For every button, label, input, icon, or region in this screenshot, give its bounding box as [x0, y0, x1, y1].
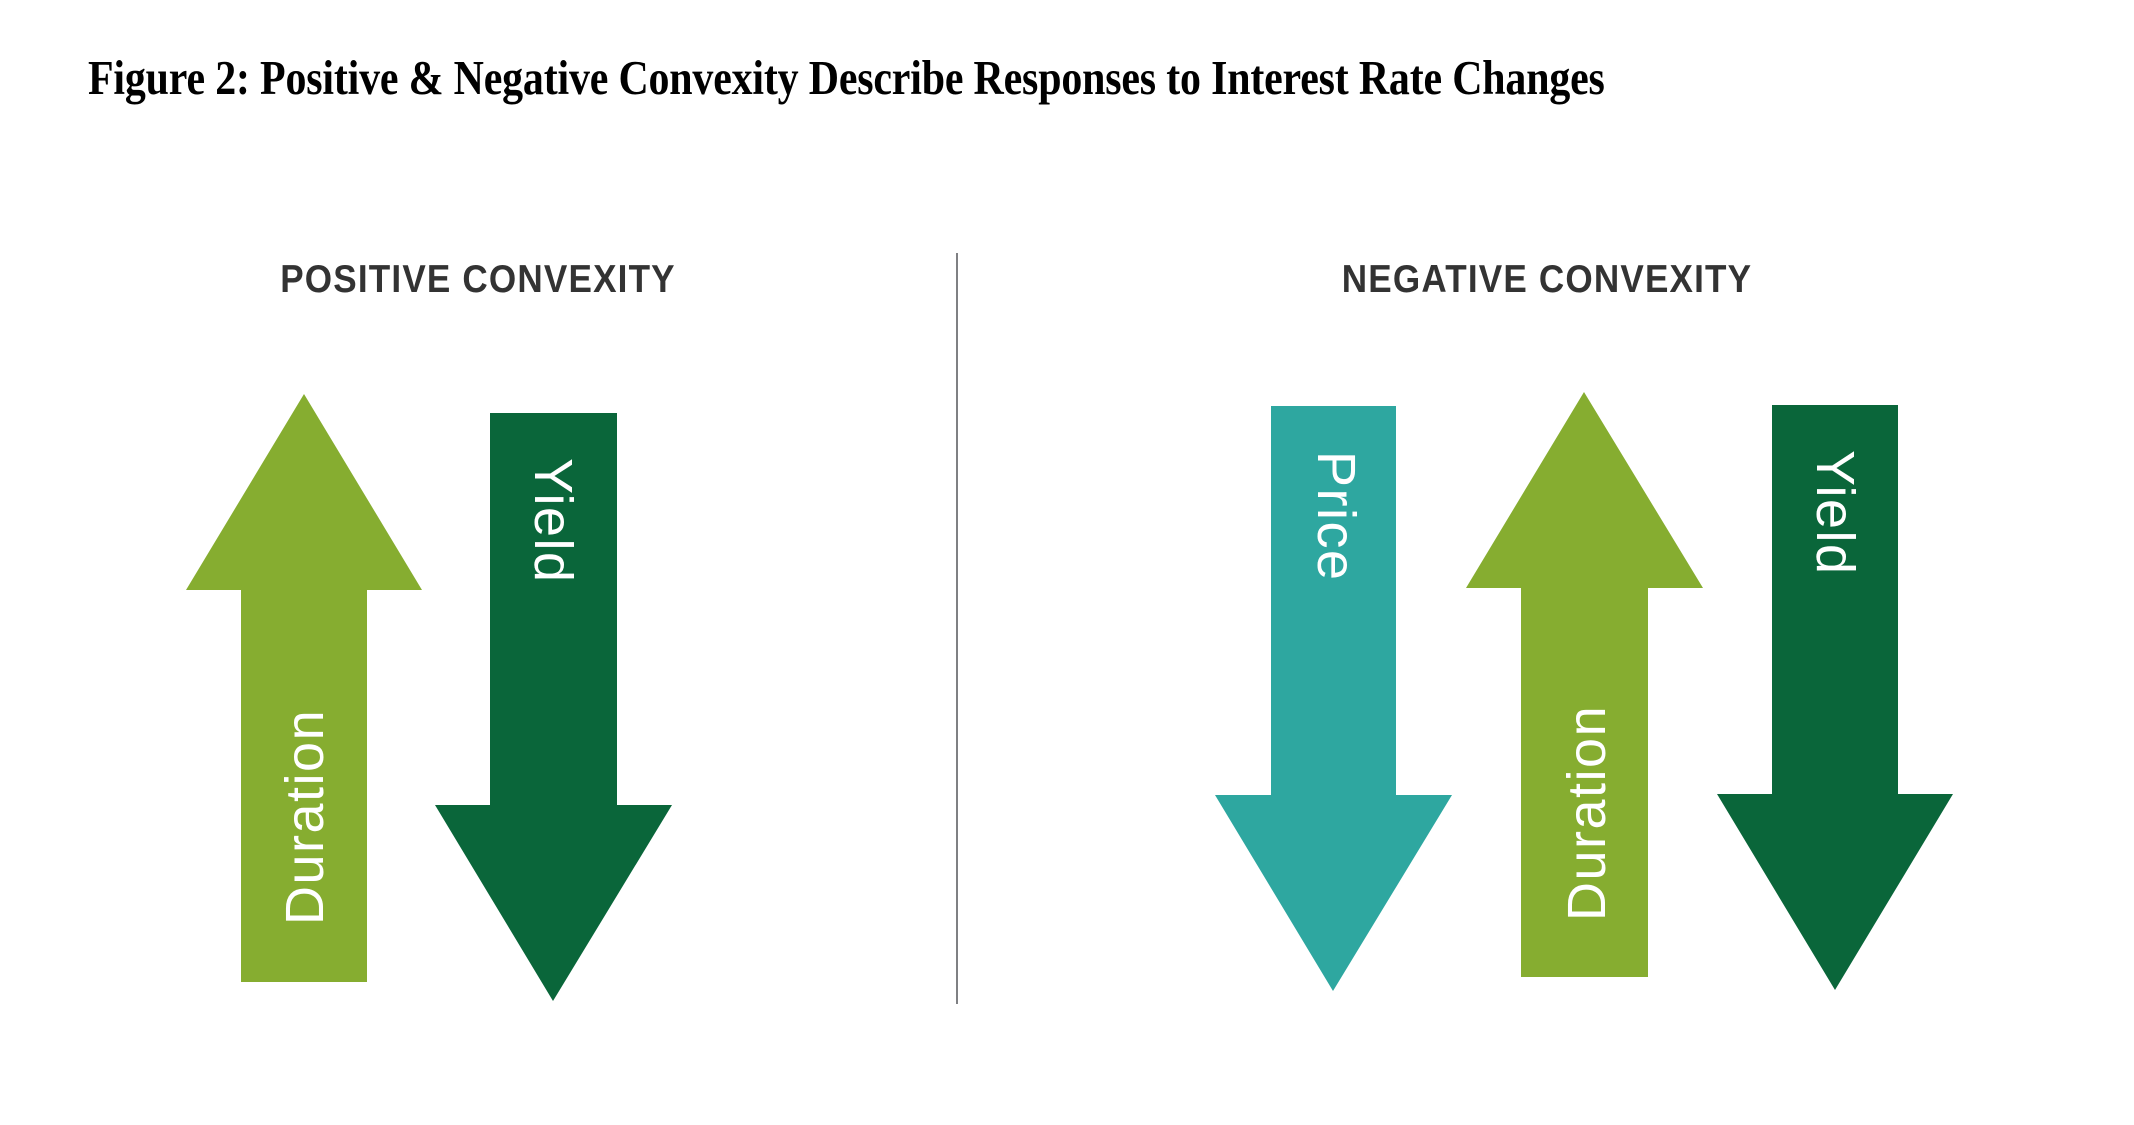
arrow-label-price-down: Price: [1306, 451, 1366, 582]
arrow-label-yield-down-2: Yield: [1805, 450, 1865, 576]
down-arrow-shape: [435, 413, 672, 1001]
panel-heading-positive-convexity: POSITIVE CONVEXITY: [280, 258, 676, 301]
figure-title: Figure 2: Positive & Negative Convexity …: [88, 50, 1605, 105]
arrow-label-duration-up: Duration: [275, 708, 335, 925]
arrow-price-down: [1215, 406, 1452, 991]
panel-divider: [956, 253, 958, 1004]
down-arrow-shape: [1215, 406, 1452, 991]
arrow-yield-down-2: [1717, 405, 1953, 990]
arrow-label-duration-up-2: Duration: [1557, 704, 1617, 921]
up-arrow-shape: [1466, 392, 1703, 977]
arrow-label-yield-down: Yield: [523, 458, 583, 584]
arrow-yield-down: [435, 413, 672, 1001]
up-arrow-shape: [186, 394, 422, 982]
arrow-duration-up-2: [1466, 392, 1703, 977]
panel-heading-negative-convexity: NEGATIVE CONVEXITY: [1341, 258, 1753, 301]
down-arrow-shape: [1717, 405, 1953, 990]
arrow-duration-up: [186, 394, 422, 982]
